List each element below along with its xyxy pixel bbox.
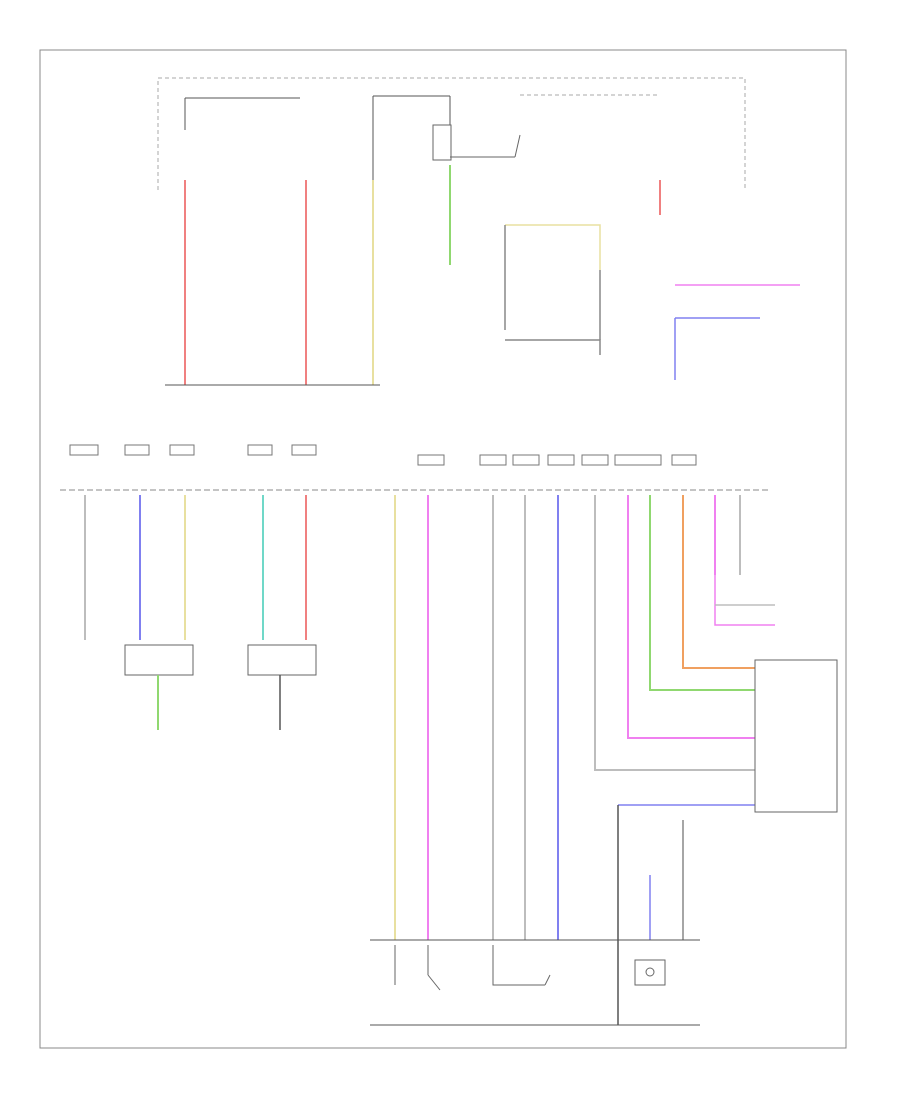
mid-wires — [84, 495, 755, 940]
headlamp-switch — [394, 945, 666, 991]
shift-position-module — [754, 659, 838, 813]
relay-block — [432, 124, 521, 161]
top-power-rails — [157, 77, 746, 385]
diagram-frame — [39, 49, 847, 1049]
connector-tabs — [69, 444, 697, 466]
lamp-box-wiring — [504, 224, 601, 355]
lamp-assemblies — [124, 644, 317, 730]
brake-switch-wiring — [674, 284, 800, 380]
red-power-wires — [184, 165, 661, 385]
right-harness — [617, 575, 775, 1025]
